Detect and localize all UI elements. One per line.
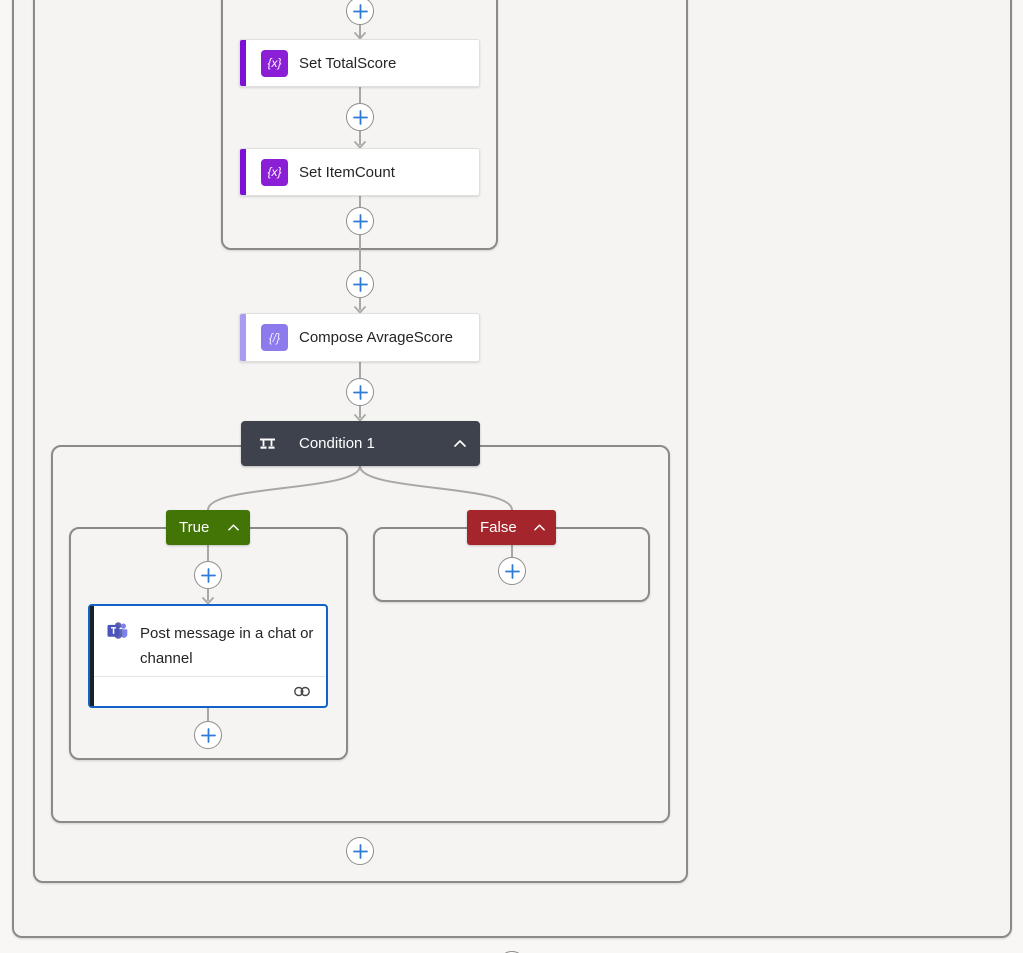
action-card-set-itemcount[interactable]: {x} Set ItemCount bbox=[239, 148, 480, 196]
teams-accent-bar bbox=[90, 606, 94, 706]
plus-icon bbox=[352, 3, 368, 19]
insert-step-button[interactable] bbox=[346, 270, 374, 298]
plus-icon bbox=[352, 213, 368, 229]
variable-accent-bar bbox=[240, 149, 246, 195]
condition-label: Condition 1 bbox=[299, 435, 375, 452]
insert-step-button[interactable] bbox=[346, 378, 374, 406]
action-label: Set ItemCount bbox=[299, 163, 395, 181]
variable-accent-bar bbox=[240, 40, 246, 86]
insert-step-button[interactable] bbox=[346, 207, 374, 235]
false-branch-label[interactable]: False bbox=[467, 510, 556, 545]
plus-icon bbox=[352, 843, 368, 859]
insert-step-button[interactable] bbox=[346, 837, 374, 865]
action-card-compose[interactable]: {/} Compose AvrageScore bbox=[239, 313, 480, 362]
action-card-set-totalscore[interactable]: {x} Set TotalScore bbox=[239, 39, 480, 87]
teams-card-footer bbox=[94, 676, 326, 706]
insert-step-button[interactable] bbox=[346, 0, 374, 25]
condition-icon bbox=[260, 438, 275, 449]
action-label: Post message in a chat or channel bbox=[140, 625, 314, 667]
plus-icon bbox=[352, 276, 368, 292]
insert-step-button[interactable] bbox=[194, 721, 222, 749]
compose-accent-bar bbox=[240, 314, 246, 361]
insert-step-button-false-branch[interactable] bbox=[498, 557, 526, 585]
condition-header[interactable]: Condition 1 bbox=[241, 421, 480, 466]
insert-step-button[interactable] bbox=[346, 103, 374, 131]
microsoft-teams-icon bbox=[107, 622, 128, 639]
insert-step-button-true-branch[interactable] bbox=[194, 561, 222, 589]
plus-icon bbox=[504, 563, 520, 579]
plus-icon bbox=[352, 384, 368, 400]
chevron-up-icon[interactable] bbox=[534, 524, 545, 531]
plus-icon bbox=[352, 109, 368, 125]
set-variable-icon: {x} bbox=[261, 49, 288, 77]
action-label: Compose AvrageScore bbox=[299, 329, 453, 346]
action-card-teams-post-message[interactable]: Post message in a chat or channel bbox=[88, 604, 328, 708]
plus-icon bbox=[200, 567, 216, 583]
chevron-up-icon[interactable] bbox=[228, 524, 239, 531]
connection-link-icon[interactable] bbox=[293, 685, 312, 698]
set-variable-icon: {x} bbox=[261, 158, 288, 186]
false-label-text: False bbox=[480, 519, 517, 536]
plus-icon bbox=[200, 727, 216, 743]
true-branch-label[interactable]: True bbox=[166, 510, 250, 545]
chevron-up-icon[interactable] bbox=[454, 440, 466, 447]
action-label: Set TotalScore bbox=[299, 54, 397, 72]
compose-icon: {/} bbox=[261, 324, 288, 351]
true-label-text: True bbox=[179, 519, 210, 536]
